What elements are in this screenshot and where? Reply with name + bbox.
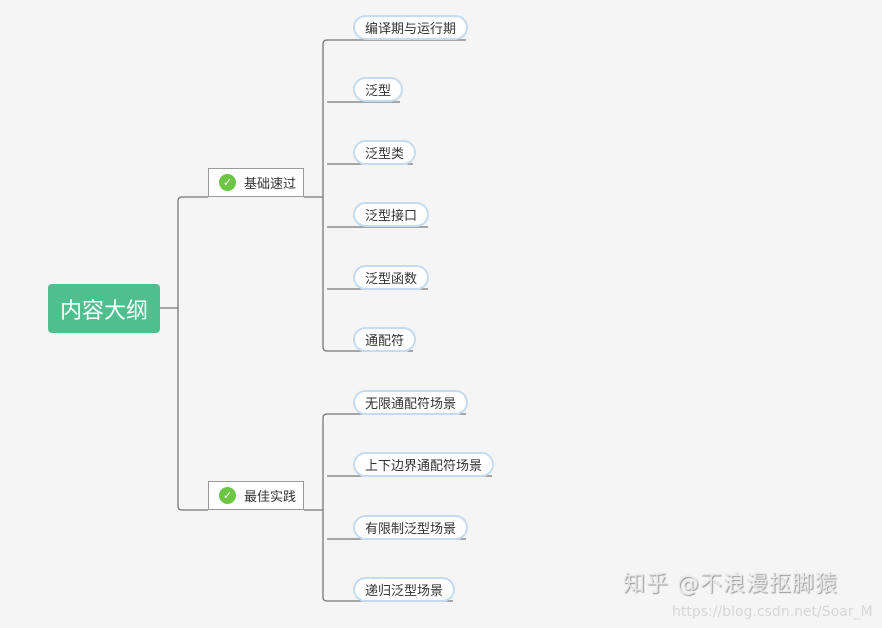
leaf-node[interactable]: 泛型函数: [353, 265, 430, 290]
leaf-node[interactable]: 编译期与运行期: [353, 15, 469, 40]
branch-label: 基础速过: [244, 177, 297, 192]
leaf-node[interactable]: 泛型: [353, 77, 404, 102]
watermark-zhihu: 知乎 @不浪漫抠脚猿: [623, 572, 838, 597]
watermark-url: https://blog.csdn.net/Soar_M: [672, 604, 873, 620]
leaf-node[interactable]: 泛型接口: [353, 202, 430, 227]
leaf-node[interactable]: 递归泛型场景: [353, 577, 456, 602]
check-circle-icon: ✓: [219, 174, 236, 191]
check-circle-icon: ✓: [219, 487, 236, 504]
leaf-node[interactable]: 无限通配符场景: [353, 390, 469, 415]
leaf-node[interactable]: 通配符: [353, 327, 417, 352]
leaf-node[interactable]: 有限制泛型场景: [353, 515, 469, 540]
branch-node-basics[interactable]: ✓ 基础速过: [208, 168, 304, 197]
branch-node-best-practices[interactable]: ✓ 最佳实践: [208, 481, 304, 510]
leaf-node[interactable]: 泛型类: [353, 140, 417, 165]
branch-label: 最佳实践: [244, 490, 297, 505]
leaf-node[interactable]: 上下边界通配符场景: [353, 452, 495, 477]
root-node[interactable]: 内容大纲: [48, 284, 160, 333]
root-label: 内容大纲: [59, 298, 148, 324]
